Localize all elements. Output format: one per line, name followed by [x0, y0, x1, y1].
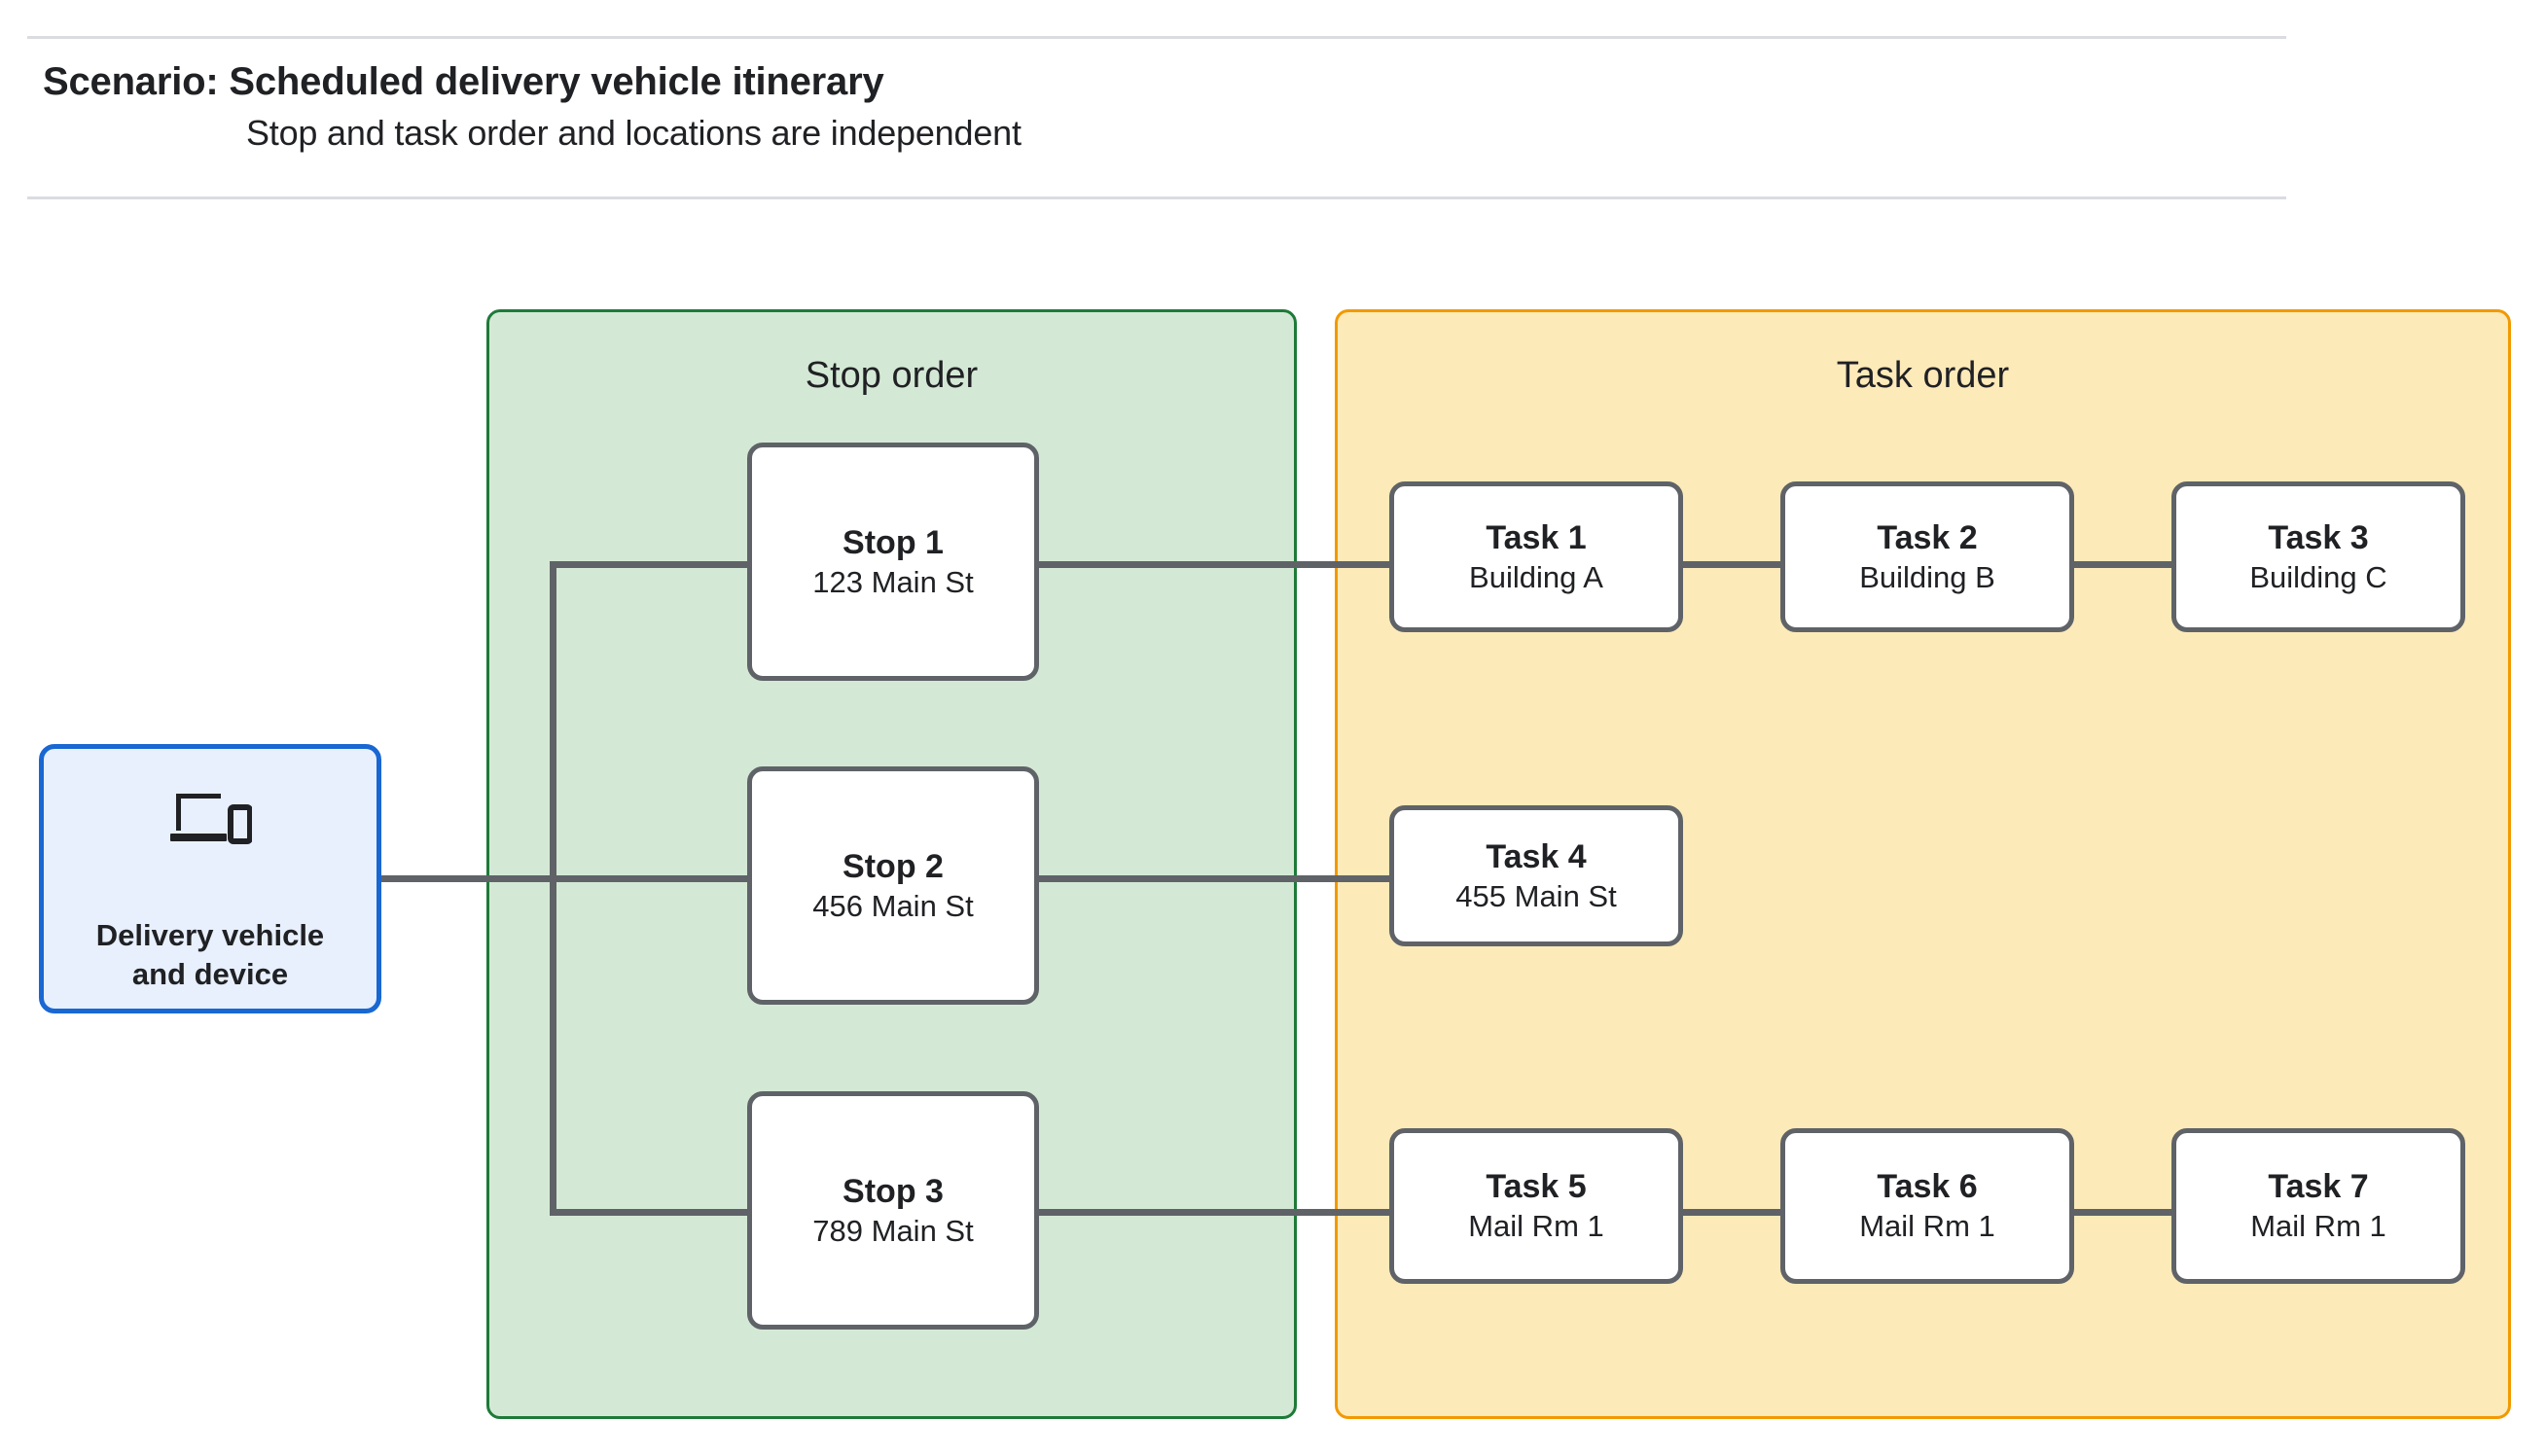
connector-task-1-to-task-2 — [1677, 561, 1784, 568]
connector-trunk-to-stop-2 — [550, 875, 754, 882]
connector-stop-2-to-task-4 — [1033, 875, 1395, 882]
task-node-2[interactable]: Task 2 Building B — [1780, 481, 2074, 632]
task-node-title: Task 2 — [1877, 518, 1978, 556]
connector-stop-3-to-task-5 — [1033, 1209, 1395, 1216]
connector-trunk-to-stop-1 — [550, 561, 754, 568]
connector-stop-1-to-task-1 — [1033, 561, 1395, 568]
task-node-title: Task 3 — [2268, 518, 2369, 556]
task-node-title: Task 7 — [2268, 1168, 2369, 1206]
stop-node-location: 789 Main St — [812, 1213, 974, 1248]
stop-node-location: 123 Main St — [812, 564, 974, 599]
delivery-vehicle-node[interactable]: Delivery vehicle and device — [39, 744, 381, 1013]
task-node-location: 455 Main St — [1455, 878, 1617, 913]
task-node-location: Mail Rm 1 — [2250, 1209, 2386, 1244]
stop-node-3[interactable]: Stop 3 789 Main St — [747, 1091, 1039, 1330]
stop-node-location: 456 Main St — [812, 888, 974, 923]
task-node-7[interactable]: Task 7 Mail Rm 1 — [2171, 1128, 2465, 1284]
stop-node-title: Stop 3 — [843, 1172, 944, 1210]
task-order-panel-title: Task order — [1836, 355, 2010, 396]
page-title: Scenario: Scheduled delivery vehicle iti… — [43, 60, 884, 103]
task-node-location: Mail Rm 1 — [1468, 1209, 1604, 1244]
connector-trunk-to-stop-3 — [550, 1209, 754, 1216]
header-divider-top — [27, 36, 2286, 39]
task-node-title: Task 4 — [1486, 837, 1587, 875]
task-node-title: Task 5 — [1486, 1168, 1587, 1206]
task-node-location: Building A — [1469, 559, 1603, 594]
task-node-title: Task 6 — [1877, 1168, 1978, 1206]
header-divider-bottom — [27, 196, 2286, 199]
connector-vehicle-to-trunk — [381, 875, 556, 882]
task-node-5[interactable]: Task 5 Mail Rm 1 — [1389, 1128, 1683, 1284]
connector-stop-trunk — [550, 561, 556, 1216]
task-node-1[interactable]: Task 1 Building A — [1389, 481, 1683, 632]
stop-order-panel-title: Stop order — [805, 355, 979, 396]
connector-task-6-to-task-7 — [2068, 1209, 2175, 1216]
task-node-title: Task 1 — [1486, 518, 1587, 556]
task-node-location: Mail Rm 1 — [1859, 1209, 1995, 1244]
page-subtitle: Stop and task order and locations are in… — [246, 113, 1022, 153]
stop-node-1[interactable]: Stop 1 123 Main St — [747, 443, 1039, 681]
delivery-vehicle-label: Delivery vehicle and device — [95, 918, 325, 991]
task-node-3[interactable]: Task 3 Building C — [2171, 481, 2465, 632]
connector-task-2-to-task-3 — [2068, 561, 2175, 568]
stop-node-2[interactable]: Stop 2 456 Main St — [747, 766, 1039, 1005]
stop-node-title: Stop 2 — [843, 847, 944, 885]
task-node-location: Building C — [2249, 559, 2387, 594]
task-node-location: Building B — [1859, 559, 1995, 594]
task-node-6[interactable]: Task 6 Mail Rm 1 — [1780, 1128, 2074, 1284]
devices-icon — [168, 790, 253, 855]
task-node-4[interactable]: Task 4 455 Main St — [1389, 805, 1683, 946]
connector-task-5-to-task-6 — [1677, 1209, 1784, 1216]
stop-node-title: Stop 1 — [843, 523, 944, 561]
